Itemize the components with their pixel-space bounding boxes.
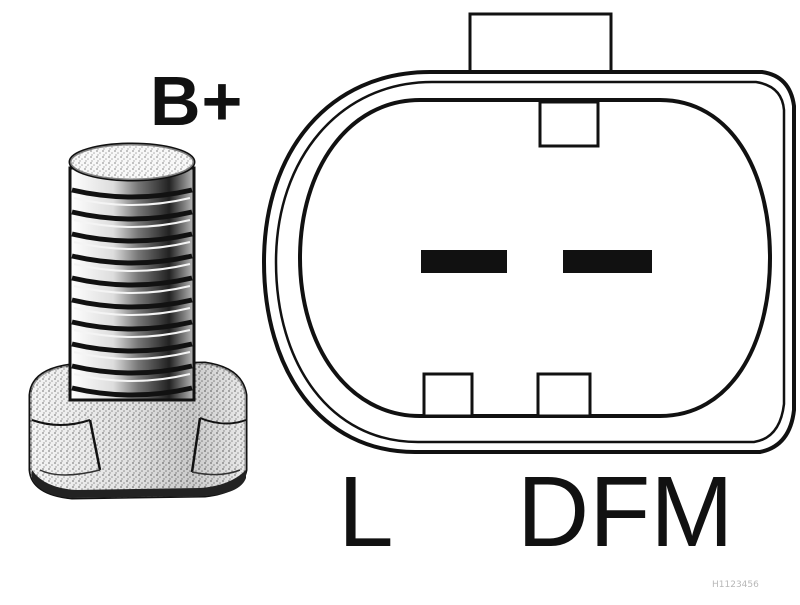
pin-l bbox=[421, 250, 507, 273]
key-notch-top bbox=[538, 100, 600, 148]
threaded-shank bbox=[68, 142, 196, 402]
key-notch-bottom-right bbox=[536, 372, 592, 418]
latch-tab bbox=[468, 12, 613, 76]
connector-plug-icon bbox=[261, 12, 796, 454]
pin-label-dfm: DFM bbox=[517, 456, 734, 568]
terminal-label-b-plus: B+ bbox=[150, 62, 244, 140]
b-plus-stud-icon bbox=[28, 142, 248, 500]
pin-dfm bbox=[563, 250, 652, 273]
pin-label-l: L bbox=[338, 456, 394, 568]
watermark-text: H1123456 bbox=[712, 580, 759, 590]
socket-oval bbox=[297, 98, 773, 418]
key-notch-bottom-left bbox=[422, 372, 474, 418]
